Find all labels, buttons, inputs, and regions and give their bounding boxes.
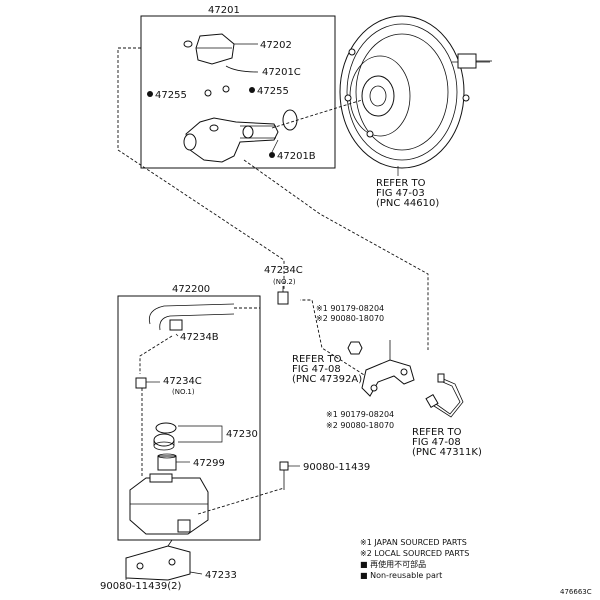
- dashed-leader-left: [117, 47, 285, 290]
- part-label-47233: 47233: [205, 570, 237, 581]
- reservoir-tank-part: [129, 473, 209, 535]
- ref-right-line3: (PNC 47311K): [412, 447, 482, 458]
- brake-pipe-part: [425, 373, 464, 418]
- part-label-47230: 47230: [226, 429, 258, 440]
- grommet-left: [204, 89, 212, 97]
- part-label-47255-left: 47255: [155, 90, 187, 101]
- strainer-47299: [157, 453, 177, 471]
- hose-47234b: [148, 303, 235, 331]
- grommet-right: [222, 85, 230, 93]
- bracket-47233: [125, 539, 191, 581]
- note-upper-2: ※2 90080-18070: [316, 314, 384, 323]
- dashed-inner-lower: [139, 335, 173, 374]
- master-cylinder-part: [183, 117, 279, 163]
- part-label-47234B: 47234B: [180, 332, 219, 343]
- nonreusable-mark-right: [249, 87, 255, 93]
- note-lower-1: ※1 90179-08204: [326, 410, 394, 419]
- reservoir-cap-47230: [153, 422, 177, 451]
- part-label-47201C: 47201C: [262, 67, 301, 78]
- hose-47201c: [225, 65, 259, 73]
- brake-booster-part: [339, 15, 492, 169]
- dashed-leader-pipe: [243, 159, 429, 350]
- lower-assembly-box: [117, 295, 261, 541]
- screw-right-part: [279, 461, 289, 490]
- part-label-screw-right: 90080-11439: [303, 462, 370, 473]
- nonreusable-mark-47201B: [269, 152, 275, 158]
- ref-booster-line3: (PNC 44610): [376, 198, 439, 209]
- note-lower-2: ※2 90080-18070: [326, 421, 394, 430]
- note-upper-1: ※1 90179-08204: [316, 304, 384, 313]
- part-label-screw-bottom: 90080-11439(2): [100, 581, 181, 592]
- bracket-part: [361, 340, 415, 397]
- ref-booster-line1: REFER TO: [376, 178, 426, 189]
- upper-assembly-label: 47201: [208, 5, 240, 16]
- lower-assembly-label: 472200: [172, 284, 210, 295]
- ref-mid-line3: (PNC 47392A): [292, 374, 362, 385]
- ref-right-line1: REFER TO: [412, 427, 462, 438]
- legend-line-4: ■ Non-reusable part: [360, 571, 442, 580]
- part-label-47234C-mid-note: (NO.1): [172, 388, 195, 396]
- ref-right-line2: FIG 47-08: [412, 437, 461, 448]
- clip-47234c-mid: [135, 377, 147, 389]
- part-label-47234C-mid: 47234C: [163, 376, 202, 387]
- ref-booster-line2: FIG 47-03: [376, 188, 425, 199]
- nonreusable-mark-left: [147, 91, 153, 97]
- part-label-47234C-top-note: (NO.2): [273, 278, 296, 286]
- part-label-47255-right: 47255: [257, 86, 289, 97]
- ref-mid-line2: FIG 47-08: [292, 364, 341, 375]
- reservoir-cap-part: [183, 33, 235, 65]
- ref-mid-line1: REFER TO: [292, 354, 342, 365]
- clip-47234c-top: [277, 286, 289, 305]
- part-label-47201B: 47201B: [277, 151, 316, 162]
- o-ring-part: [282, 109, 298, 131]
- part-label-47299: 47299: [193, 458, 225, 469]
- part-label-47202: 47202: [260, 40, 292, 51]
- legend-line-1: ※1 JAPAN SOURCED PARTS: [360, 538, 467, 547]
- part-label-47234C-top: 47234C: [264, 265, 303, 276]
- figure-id: 476663C: [560, 588, 592, 596]
- nut-part: [347, 341, 363, 355]
- legend-line-2: ※2 LOCAL SOURCED PARTS: [360, 549, 469, 558]
- legend-line-3: ■ 再使用不可部品: [360, 559, 426, 569]
- upper-assembly-box: [140, 15, 336, 169]
